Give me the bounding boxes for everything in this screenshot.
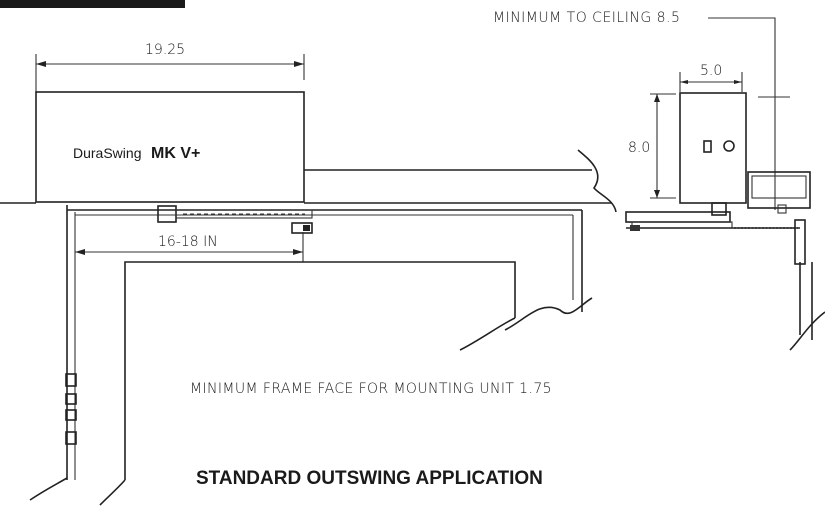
width-arrow-right: [294, 61, 304, 67]
height-dim-label: 8.0: [628, 140, 650, 156]
arm-shoe: [157, 205, 177, 223]
width-dimension-label: 19.25: [145, 42, 185, 58]
arm-track: [175, 209, 313, 219]
min-ceiling-label: MINIMUM TO CEILING 8.5: [493, 10, 680, 26]
door-leaf-outline: [124, 261, 516, 480]
side-section-view: 5.0 8.0: [625, 63, 825, 351]
product-model: MK V+: [151, 145, 200, 162]
break-door-bottom: [99, 479, 126, 506]
width-dim-label: 5.0: [700, 63, 722, 79]
break-line-right: [504, 297, 593, 331]
product-name-prefix: DuraSwing: [73, 145, 141, 161]
ceiling-leader-line: [708, 17, 776, 210]
break-left-bottom: [29, 477, 68, 501]
operator-unit: [35, 91, 305, 203]
hinges: [65, 373, 77, 445]
break-line-top: [577, 149, 617, 213]
header-bar: [0, 0, 185, 8]
diagram-title: STANDARD OUTSWING APPLICATION: [196, 468, 543, 489]
width-arrow-left: [36, 61, 46, 67]
arm-roller: [291, 222, 313, 234]
arm-length-label: 16-18 IN: [158, 234, 218, 250]
door-break: [459, 317, 516, 351]
frame-face-note: MINIMUM FRAME FACE FOR MOUNTING UNIT 1.7…: [190, 381, 552, 397]
